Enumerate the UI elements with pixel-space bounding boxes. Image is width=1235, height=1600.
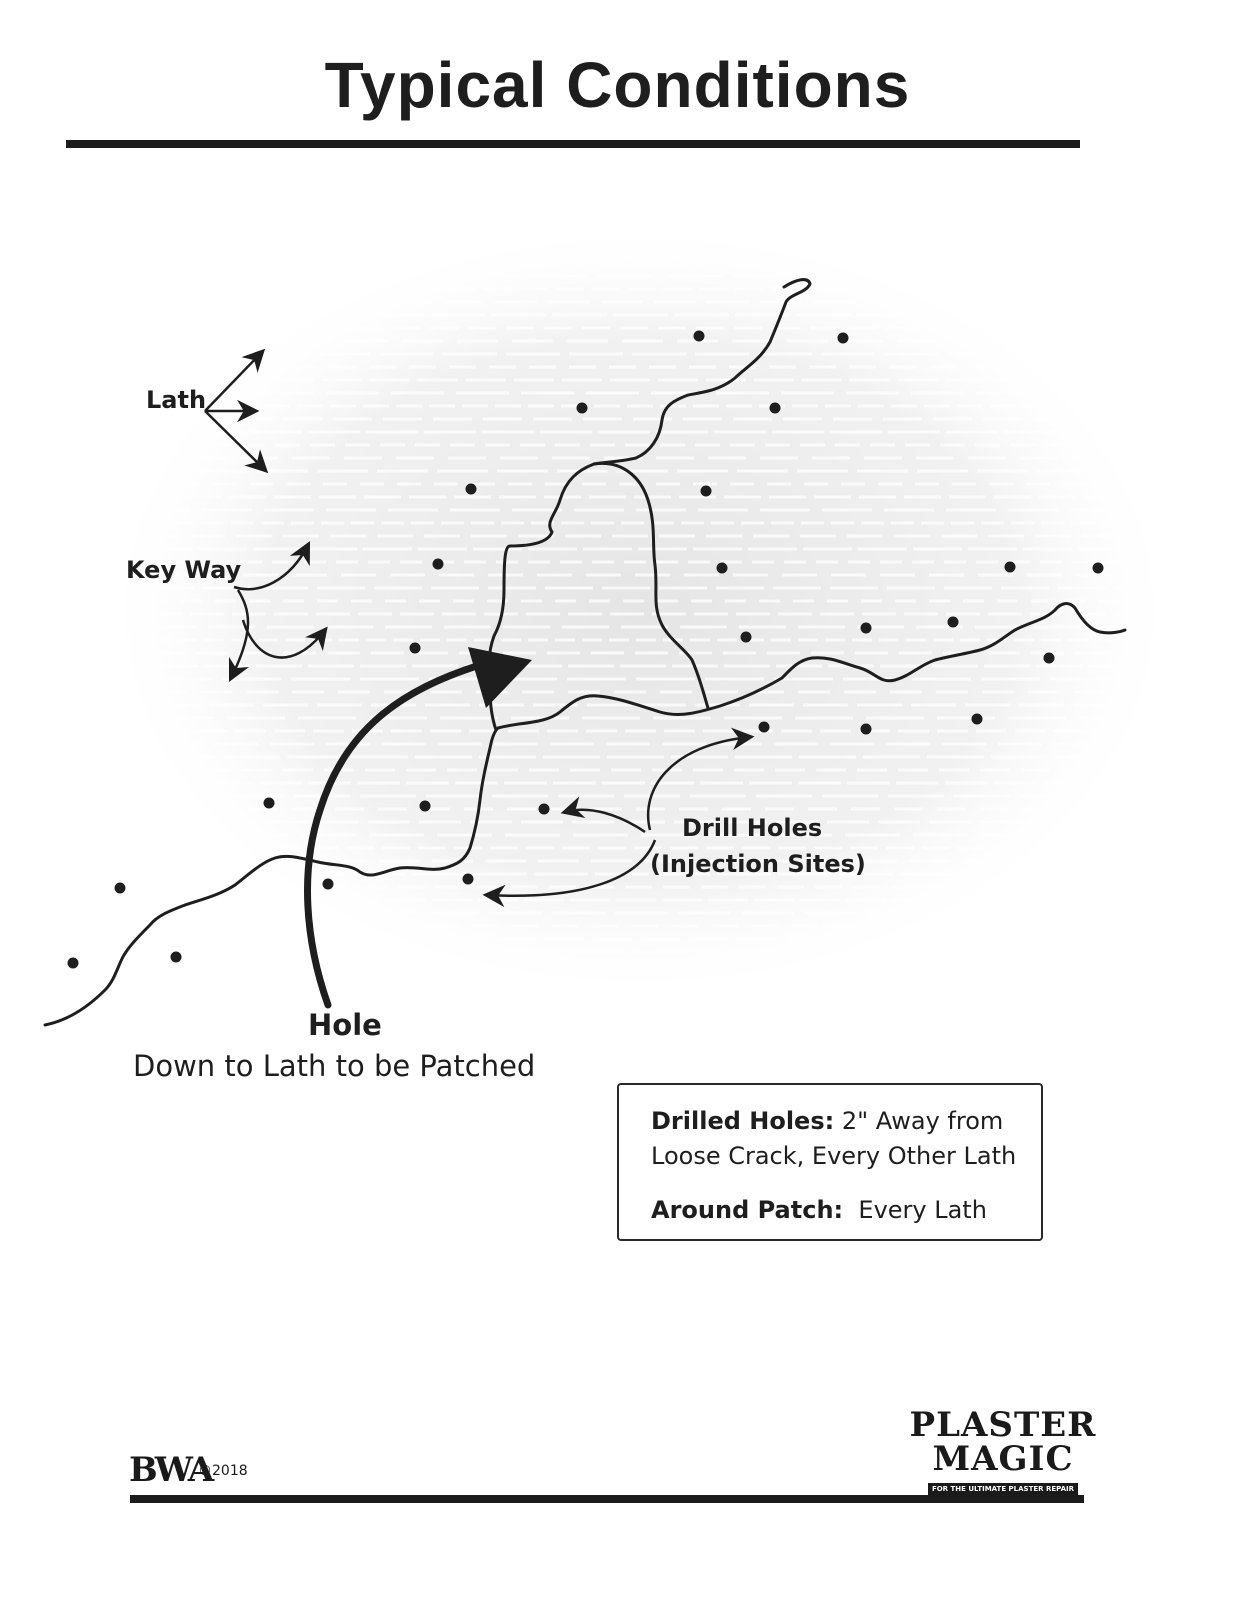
plaster-magic-logo: PLASTER MAGIC FOR THE ULTIMATE PLASTER R… bbox=[903, 1408, 1103, 1495]
drill-hole-dot bbox=[1004, 561, 1016, 573]
keyway-arrows bbox=[228, 540, 328, 683]
drill-hole-arrows bbox=[482, 727, 755, 908]
drill-hole-dot bbox=[322, 878, 334, 890]
drill-hole-dot bbox=[740, 631, 752, 643]
hole-description: Down to Lath to be Patched bbox=[133, 1049, 536, 1083]
copyright: ©2018 bbox=[198, 1463, 248, 1479]
note-drilled-holes-value: 2" Away from bbox=[834, 1107, 1004, 1135]
brand-tagline: FOR THE ULTIMATE PLASTER REPAIR bbox=[927, 1483, 1079, 1495]
drill-hole-dot bbox=[947, 616, 959, 628]
drill-hole-dot bbox=[837, 332, 849, 344]
upper-crack bbox=[592, 278, 812, 466]
drill-holes-label: Drill Holes bbox=[682, 814, 823, 842]
drill-hole-dot bbox=[465, 483, 477, 495]
brand-line-2: MAGIC bbox=[932, 1439, 1074, 1479]
drill-hole-dot bbox=[409, 642, 421, 654]
drill-hole-dot bbox=[170, 951, 182, 963]
brand-line-1: PLASTER bbox=[909, 1405, 1097, 1445]
bwa-logo: BWA bbox=[129, 1450, 214, 1490]
long-crack bbox=[43, 602, 1127, 1027]
drill-hole-dot bbox=[462, 873, 474, 885]
note-line-3: Around Patch: Every Lath bbox=[651, 1196, 987, 1224]
drill-hole-dot bbox=[67, 957, 79, 969]
drill-hole-dot bbox=[114, 882, 126, 894]
spacing-note-box: Drilled Holes: 2" Away from Loose Crack,… bbox=[617, 1083, 1043, 1241]
injection-sites-label: (Injection Sites) bbox=[650, 850, 866, 878]
drill-hole-dot bbox=[700, 485, 712, 497]
lath-texture bbox=[100, 220, 1180, 1000]
drill-hole-dot bbox=[860, 723, 872, 735]
note-around-patch-value: Every Lath bbox=[843, 1196, 987, 1224]
drill-hole-dot bbox=[1043, 652, 1055, 664]
drill-hole-dot bbox=[860, 622, 872, 634]
drill-hole-dot bbox=[769, 402, 781, 414]
page-title: Typical Conditions bbox=[324, 49, 911, 121]
hole-arrow bbox=[304, 647, 532, 1009]
note-line-2: Loose Crack, Every Other Lath bbox=[651, 1142, 1017, 1170]
drill-hole-dot bbox=[758, 721, 770, 733]
drill-hole-dots bbox=[67, 330, 1104, 969]
lath-arrows bbox=[204, 348, 269, 474]
drill-hole-dot bbox=[419, 800, 431, 812]
note-line-1: Drilled Holes: 2" Away from bbox=[651, 1107, 1003, 1135]
drill-hole-dot bbox=[538, 803, 550, 815]
footer-rule bbox=[130, 1495, 1084, 1503]
note-around-patch-key: Around Patch: bbox=[651, 1196, 844, 1224]
drill-hole-dot bbox=[263, 797, 275, 809]
drill-hole-dot bbox=[432, 558, 444, 570]
drill-hole-dot bbox=[576, 402, 588, 414]
drill-hole-dot bbox=[1092, 562, 1104, 574]
title-rule bbox=[66, 140, 1080, 148]
drill-hole-dot bbox=[716, 562, 728, 574]
hole-outline-right bbox=[592, 461, 710, 710]
drill-hole-dot bbox=[693, 330, 705, 342]
hole-label: Hole bbox=[308, 1008, 382, 1042]
note-drilled-holes-key: Drilled Holes: bbox=[651, 1107, 835, 1135]
drill-hole-dot bbox=[971, 713, 983, 725]
lath-label: Lath bbox=[146, 386, 207, 414]
keyway-label: Key Way bbox=[126, 556, 242, 584]
